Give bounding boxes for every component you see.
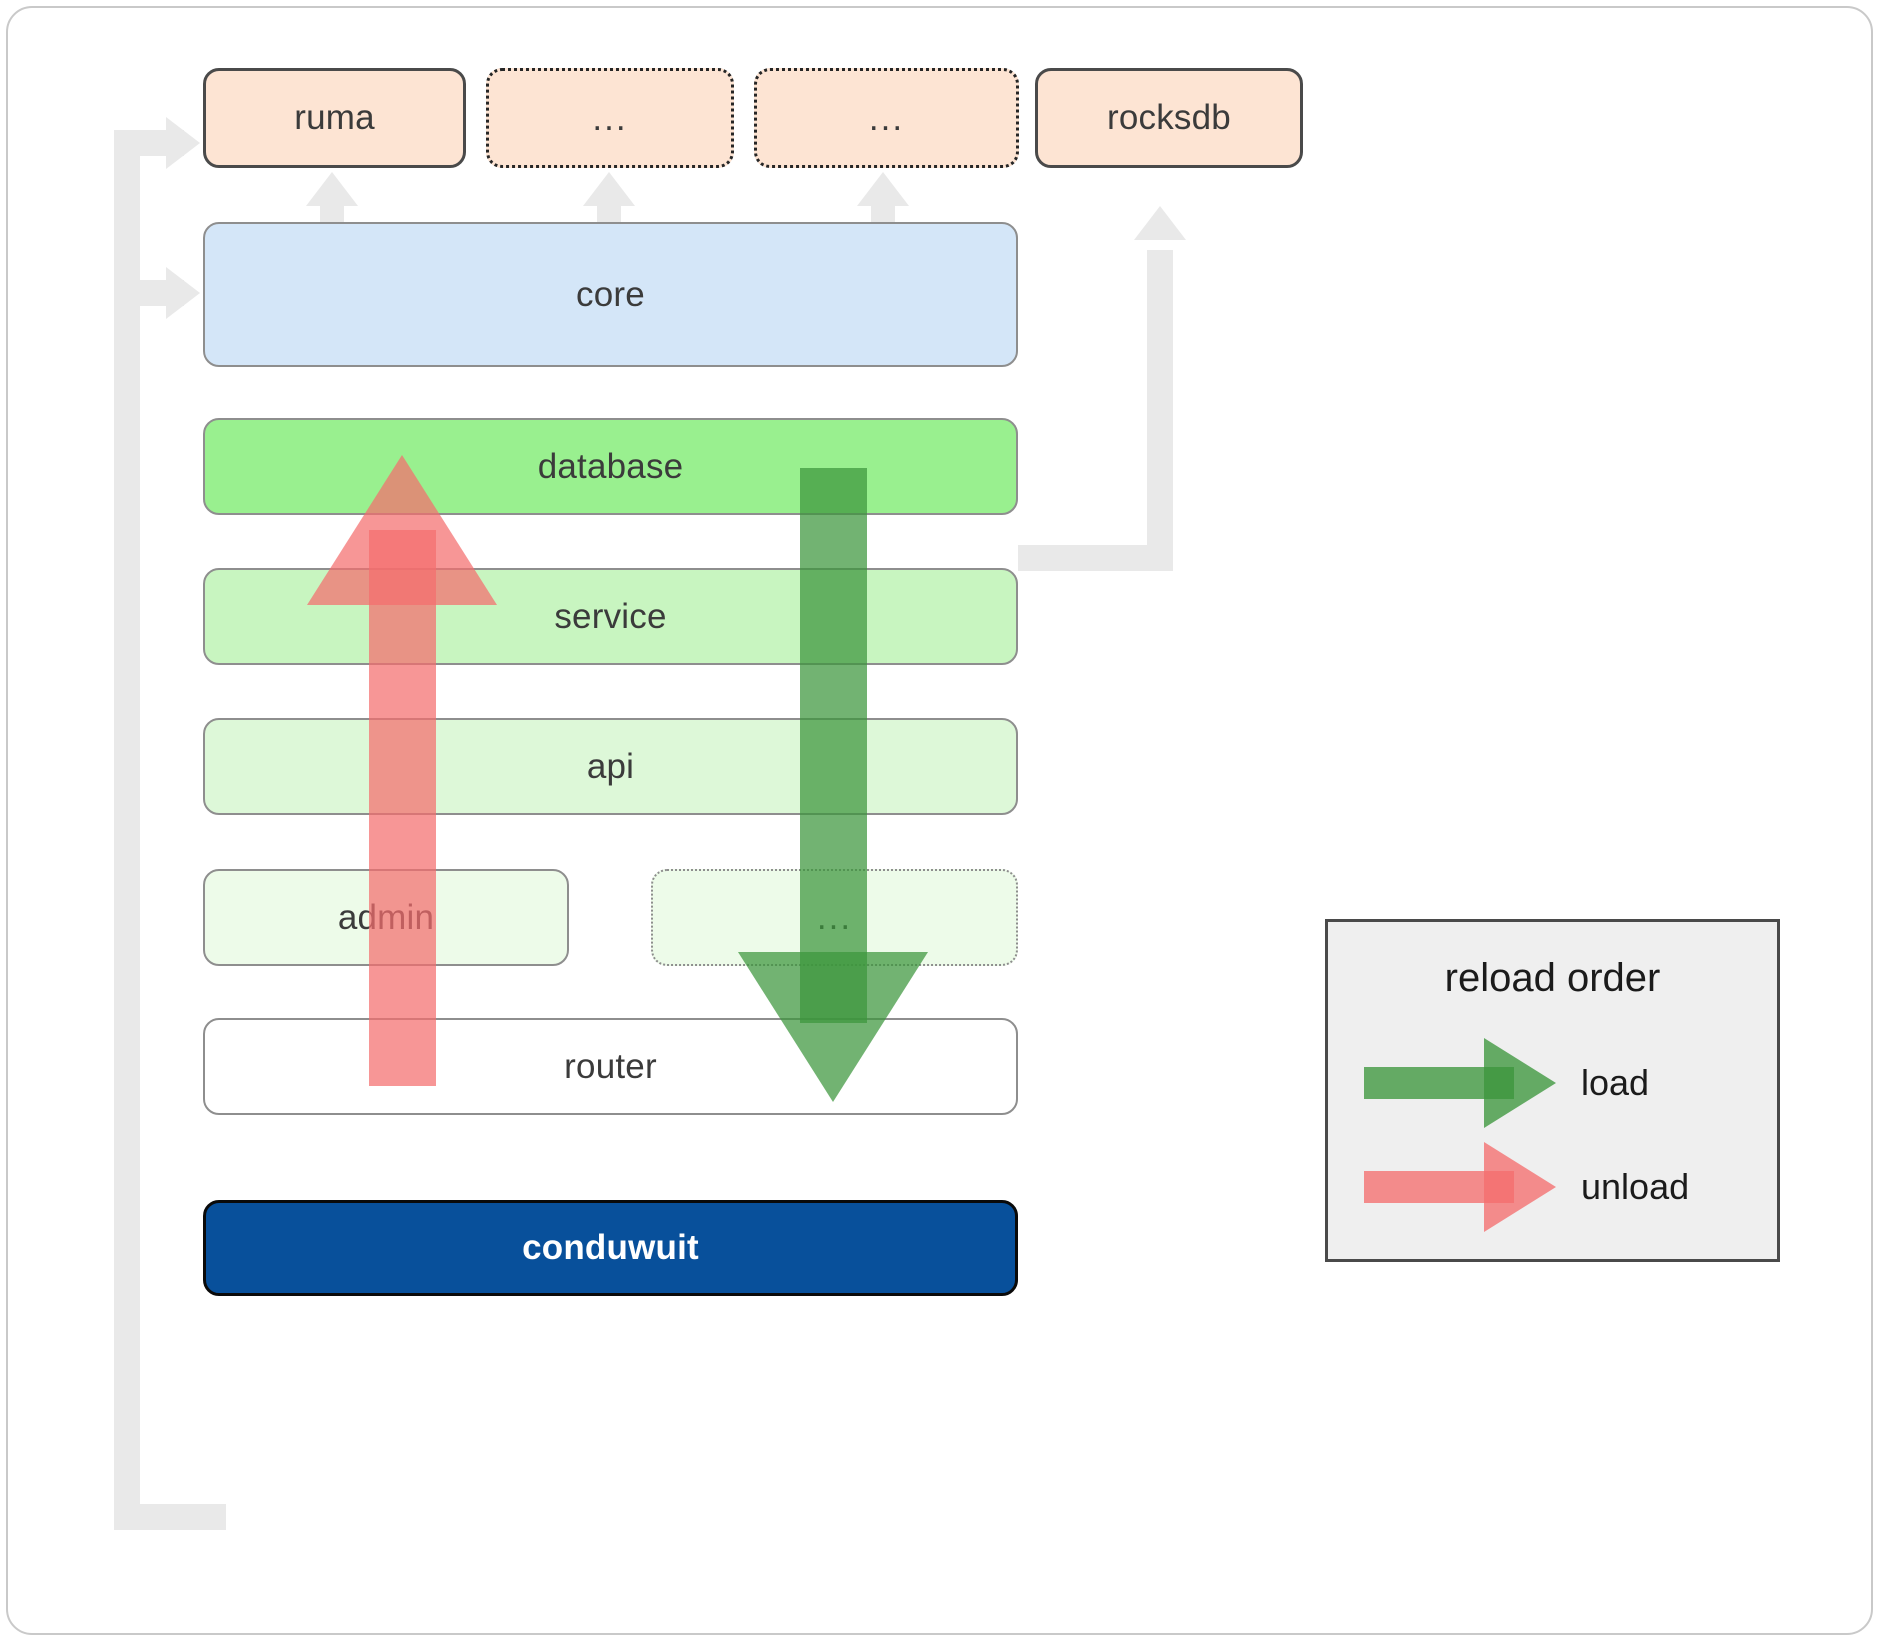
package-rocksdb[interactable]: rocksdb [1035, 68, 1303, 168]
legend-load-head [1484, 1038, 1556, 1128]
legend-load-label: load [1581, 1062, 1650, 1103]
connector-to-ruma-arrow [166, 117, 200, 169]
package-placeholder-1[interactable]: ... [486, 68, 734, 168]
load-arrow-head [738, 952, 928, 1102]
connector-trunk-left [114, 130, 140, 1530]
package-placeholder-1-label: ... [592, 98, 628, 138]
connector-core-to-ruma-arrow [306, 172, 358, 206]
package-ruma[interactable]: ruma [203, 68, 466, 168]
layer-core[interactable]: core [203, 222, 1018, 367]
legend-unload-label: unload [1581, 1166, 1690, 1207]
unload-arrow-head [307, 455, 497, 605]
connector-root-stub [114, 1504, 226, 1530]
layer-database[interactable]: database [203, 418, 1018, 515]
legend-title: reload order [1444, 956, 1661, 1000]
connector-core-to-pkg3-arrow [857, 172, 909, 206]
node-conduwuit[interactable]: conduwuit [203, 1200, 1018, 1296]
legend-unload-head [1484, 1142, 1556, 1232]
layer-core-label: core [576, 274, 645, 314]
package-placeholder-2[interactable]: ... [754, 68, 1019, 168]
connector-to-core-arrow [166, 267, 200, 319]
connector-core-to-pkg2-arrow [583, 172, 635, 206]
unload-arrow-shaft [369, 530, 436, 1086]
layer-api-label: api [586, 746, 635, 786]
legend-box: reload order load unload [1325, 919, 1780, 1262]
layer-api[interactable]: api [203, 718, 1018, 815]
layer-service-label: service [554, 596, 667, 636]
layer-database-label: database [537, 446, 684, 486]
package-placeholder-2-label: ... [868, 98, 905, 138]
package-ruma-label: ruma [294, 98, 375, 137]
connector-db-to-rocksdb-arrow [1134, 206, 1186, 240]
node-conduwuit-label: conduwuit [522, 1228, 699, 1267]
layer-router-label: router [564, 1046, 657, 1086]
connector-db-to-rocksdb-v [1147, 250, 1173, 550]
package-rocksdb-label: rocksdb [1107, 98, 1231, 137]
layer-service[interactable]: service [203, 568, 1018, 665]
connector-db-to-rocksdb-top [1147, 250, 1173, 276]
load-arrow-shaft [800, 468, 867, 1023]
